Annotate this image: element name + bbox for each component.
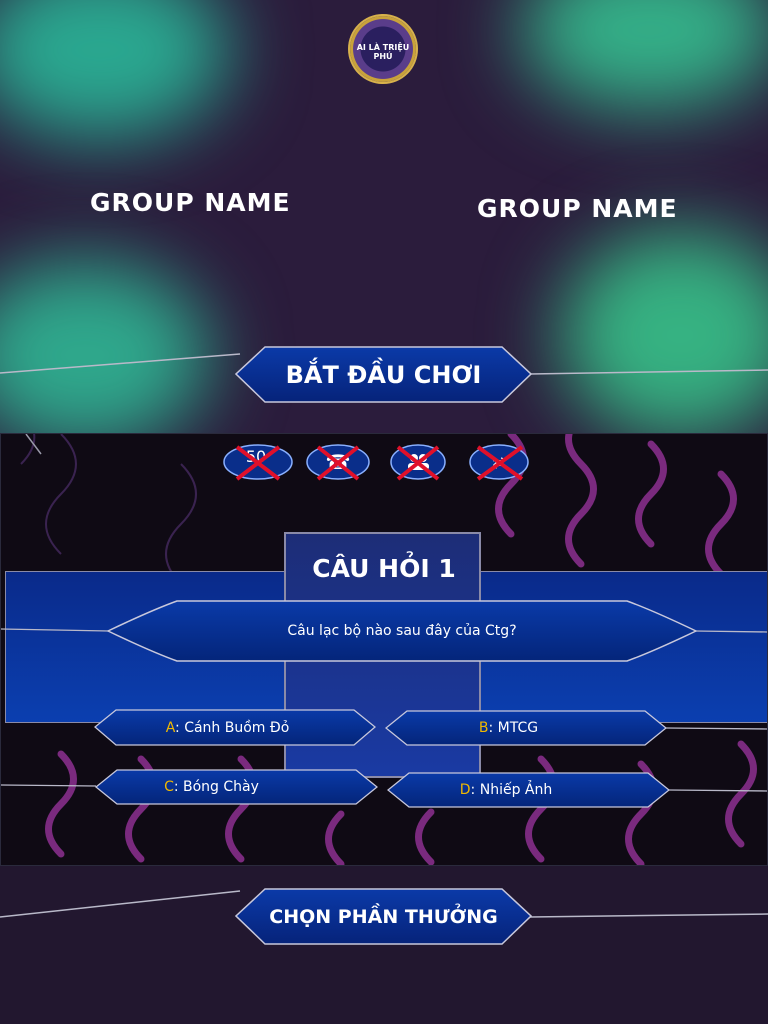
lifeline-audience[interactable]	[390, 443, 448, 481]
answer-c-letter: C	[164, 779, 174, 795]
glow-decoration	[560, 230, 768, 433]
answer-c-button[interactable]: C: Bóng Chày	[95, 769, 378, 805]
team-name-left[interactable]: GROUP NAME	[90, 188, 291, 217]
prize-connector-lines	[0, 890, 768, 918]
connector-lines	[0, 353, 768, 375]
question-number: CÂU HỎI 1	[312, 554, 456, 583]
question-text: Câu lạc bộ nào sau đây của Ctg?	[287, 623, 517, 639]
answer-a-text: Cánh Buồm Đỏ	[184, 719, 290, 736]
start-game-label: BẮT ĐẦU CHƠI	[285, 360, 482, 389]
start-game-button[interactable]: BẮT ĐẦU CHƠI	[235, 346, 532, 403]
answer-b-button[interactable]: B: MTCG	[385, 710, 667, 746]
answer-b-text: MTCG	[497, 720, 539, 736]
prize-screen: CHỌN PHẦN THƯỞNG	[0, 866, 768, 1024]
game-logo: AI LÀ TRIỆU PHÚ	[348, 14, 418, 84]
choose-prize-button[interactable]: CHỌN PHẦN THƯỞNG	[235, 888, 532, 945]
glow-decoration	[520, 0, 768, 110]
question-screen: CÂU HỎI 1 50 ☎ ⇄ Câu lạc bộ nào sa	[0, 433, 768, 866]
answer-a-letter: A	[165, 719, 176, 736]
answer-d-letter: D	[459, 782, 471, 798]
answer-a-button[interactable]: A: Cánh Buồm Đỏ	[94, 709, 376, 746]
lifeline-fifty-fifty[interactable]: 50	[223, 443, 295, 481]
choose-prize-label: CHỌN PHẦN THƯỞNG	[269, 905, 498, 928]
answer-c-text: Bóng Chày	[183, 779, 259, 795]
team-name-right[interactable]: GROUP NAME	[477, 194, 678, 223]
glow-decoration	[0, 0, 230, 140]
answer-connector-lines	[1, 628, 767, 792]
answer-b-letter: B	[478, 720, 489, 736]
answer-d-text: Nhiếp Ảnh	[479, 782, 553, 798]
question-box: Câu lạc bộ nào sau đây của Ctg?	[107, 600, 697, 662]
home-screen: AI LÀ TRIỆU PHÚ GROUP NAME GROUP NAME BẮ…	[0, 0, 768, 433]
answer-d-button[interactable]: D: Nhiếp Ảnh	[387, 772, 670, 808]
lifeline-phone[interactable]: ☎	[306, 443, 372, 481]
logo-text: AI LÀ TRIỆU PHÚ	[356, 43, 410, 61]
wave-background	[20, 434, 757, 865]
glow-decoration	[0, 260, 210, 433]
lifeline-switch[interactable]: ⇄	[468, 443, 530, 481]
